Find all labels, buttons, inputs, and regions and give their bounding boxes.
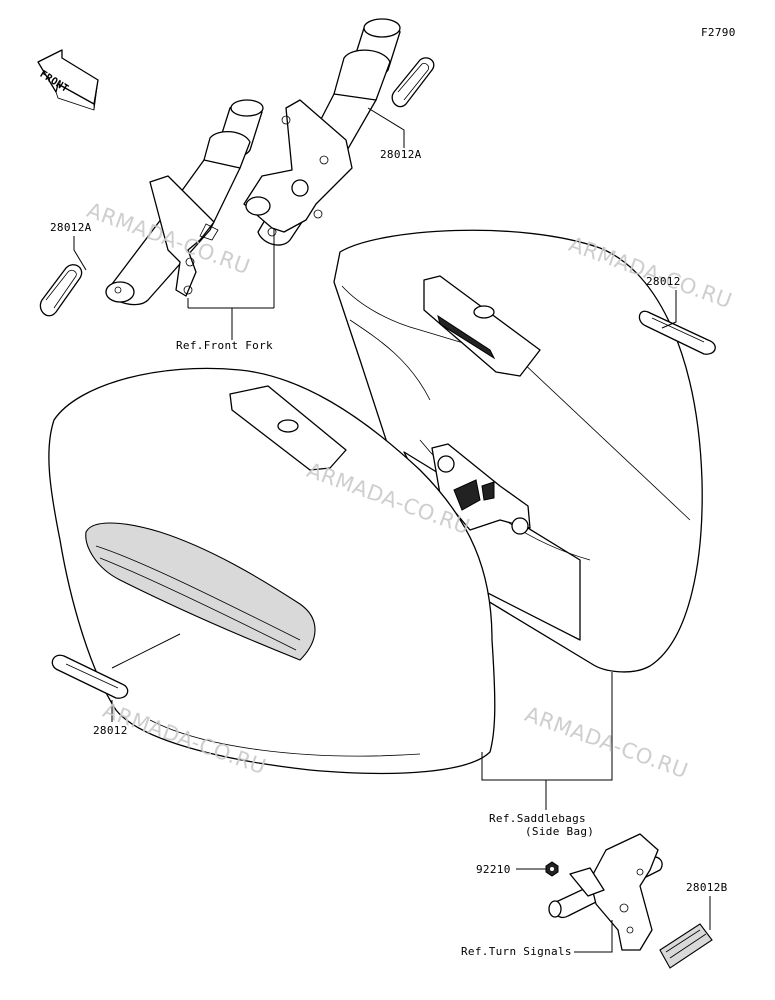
- front-fork-right: [243, 18, 401, 246]
- part-label-28012-left[interactable]: 28012: [93, 724, 128, 737]
- front-fork-left: [105, 99, 264, 306]
- reflector-28012B: [659, 923, 713, 969]
- part-label-28012A-right[interactable]: 28012A: [380, 148, 422, 161]
- nut-92210-icon: [545, 861, 559, 877]
- part-label-28012A-left[interactable]: 28012A: [50, 221, 92, 234]
- ref-turn-signals-label[interactable]: Ref.Turn Signals: [461, 945, 572, 958]
- part-label-28012B[interactable]: 28012B: [686, 881, 728, 894]
- figure-id: F2790: [701, 26, 736, 39]
- part-label-92210[interactable]: 92210: [476, 863, 511, 876]
- turn-signal-bracket: [548, 833, 663, 951]
- reflector-28012A-left: [39, 264, 83, 317]
- reflector-28012-right: [638, 310, 716, 355]
- part-label-28012-right[interactable]: 28012: [646, 275, 681, 288]
- ref-front-fork-label[interactable]: Ref.Front Fork: [176, 339, 273, 352]
- saddlebag-left: [48, 367, 496, 775]
- reflector-28012A-right: [391, 57, 435, 108]
- reflector-28012-left: [51, 654, 129, 699]
- ref-saddlebags-label[interactable]: Ref.Saddlebags: [489, 812, 586, 825]
- ref-saddlebags-sub-label: (Side Bag): [525, 825, 595, 838]
- front-arrow-icon: [37, 49, 99, 111]
- leader-lines: [73, 107, 711, 953]
